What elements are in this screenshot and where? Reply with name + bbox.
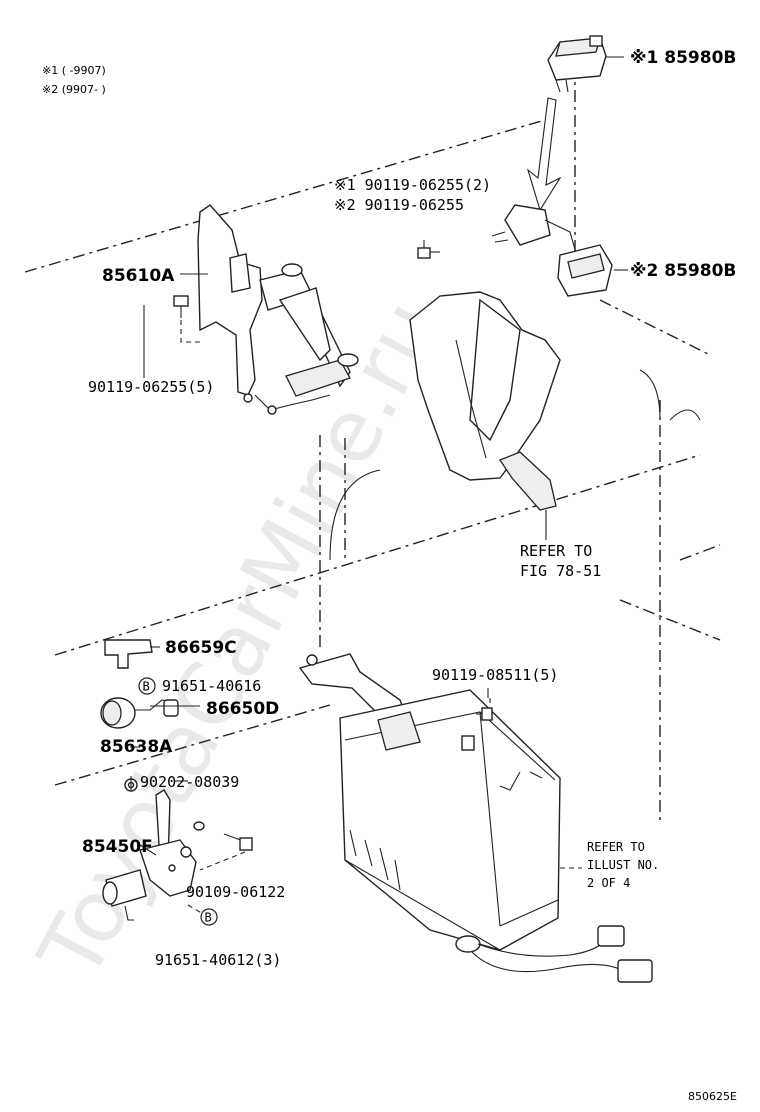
direction-arrow	[526, 97, 562, 212]
refer-fig-line-2: FIG 78-51	[520, 562, 601, 580]
label-bolt-a1: ※1 90119-06255(2)	[334, 176, 491, 194]
washer-90202	[193, 821, 205, 831]
label-85638a: 85638A	[100, 737, 173, 757]
refer-illust-line-1: REFER TO	[587, 840, 645, 854]
label-85610a: 85610A	[102, 266, 175, 286]
leader-lines	[130, 56, 628, 856]
buzzer-86650d	[100, 697, 179, 729]
note-line-1: ※1 ( -9907)	[42, 64, 106, 77]
pedal-housing	[409, 291, 561, 511]
label-90202-08039: 90202-08039	[140, 773, 239, 791]
refer-fig-line-1: REFER TO	[520, 542, 592, 560]
label-85450f: 85450F	[82, 837, 153, 857]
svg-text:B: B	[143, 680, 150, 694]
bolt-90119-06255-left	[173, 295, 189, 318]
label-85980b-2: ※2 85980B	[630, 261, 736, 281]
bracket-85610a	[197, 204, 359, 415]
svg-text:B: B	[205, 911, 212, 925]
relay-85980b-2	[491, 204, 613, 297]
label-91651-40612: 91651-40612(3)	[155, 951, 281, 969]
label-90109-06122: 90109-06122	[186, 883, 285, 901]
drawing-id: 850625E	[688, 1090, 737, 1103]
wiring-harness	[455, 867, 653, 983]
label-91651-40616: 91651-40616	[162, 677, 261, 695]
b-marker-1: B	[138, 677, 156, 695]
bracket-86659c	[104, 639, 153, 669]
control-unit-box	[339, 689, 561, 951]
label-86650d: 86650D	[206, 699, 279, 719]
bolt-90109-06122	[223, 833, 253, 851]
vehicle-body-outline	[24, 40, 721, 820]
note-line-2: ※2 (9907- )	[42, 83, 106, 96]
label-90119-08511: 90119-08511(5)	[432, 666, 558, 684]
label-bolt-a2: ※2 90119-06255	[334, 196, 464, 214]
label-85980b-1: ※1 85980B	[630, 48, 736, 68]
label-bolt-b: 90119-06255(5)	[88, 378, 214, 396]
label-86659c: 86659C	[165, 638, 237, 658]
bolt-90119-08511	[476, 698, 493, 721]
relay-85980b-1	[547, 35, 607, 93]
b-marker-2: B	[200, 908, 218, 926]
refer-illust-line-3: 2 OF 4	[587, 876, 630, 890]
refer-illust-line-2: ILLUST NO.	[587, 858, 659, 872]
bolt-90119-06255-upper	[417, 240, 440, 259]
